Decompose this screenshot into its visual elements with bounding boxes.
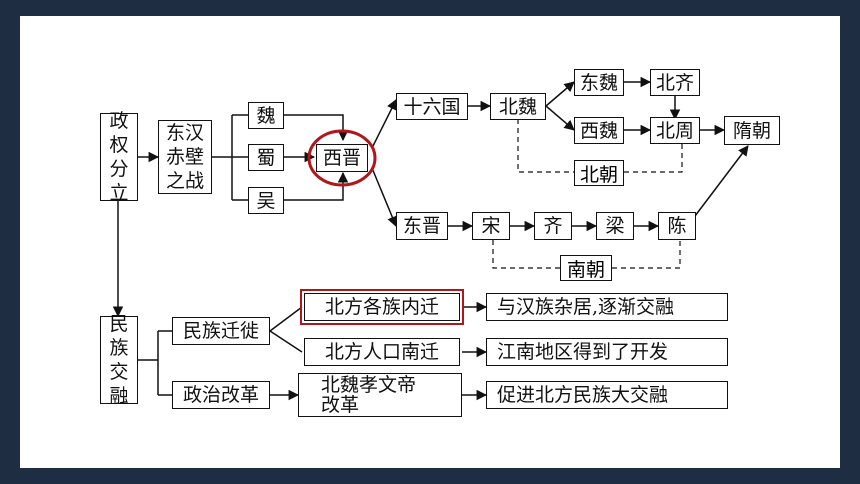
- char: 政: [109, 110, 129, 132]
- eastern-jin-box: 东晋: [396, 212, 448, 240]
- line: 北魏孝文帝: [321, 374, 417, 396]
- southern-dynasties-label: 南朝: [560, 255, 612, 281]
- char: 民: [109, 313, 129, 335]
- char: 族: [109, 337, 129, 359]
- xiaowen-reform-box: 北魏孝文帝 改革: [298, 373, 462, 417]
- wei-box: 魏: [248, 102, 284, 129]
- wu-box: 吴: [248, 187, 284, 214]
- chen-box: 陈: [658, 212, 696, 240]
- line: 赤壁: [165, 146, 204, 168]
- promote-fusion-box: 促进北方民族大交融: [486, 381, 728, 409]
- song-box: 宋: [472, 212, 510, 240]
- reform-box: 政治改革: [172, 381, 270, 409]
- jiangnan-development-box: 江南地区得到了开发: [486, 338, 728, 366]
- migration-box: 民族迁徙: [172, 317, 270, 345]
- qi-box: 齐: [534, 212, 572, 240]
- mix-with-han-box: 与汉族杂居,逐渐交融: [486, 293, 728, 321]
- line: 之战: [165, 170, 204, 192]
- northern-tribes-inward-box: 北方各族内迁: [300, 289, 464, 325]
- sui-dynasty-box: 隋朝: [724, 116, 780, 145]
- northern-wei-box: 北魏: [490, 93, 546, 120]
- liang-box: 梁: [596, 212, 634, 240]
- sixteen-kingdoms-box: 十六国: [396, 93, 468, 120]
- char: 融: [109, 385, 129, 407]
- northern-qi-box: 北齐: [650, 69, 700, 96]
- northern-dynasties-label: 北朝: [574, 160, 624, 186]
- political-division-box: 政 权 分 立: [100, 110, 138, 204]
- char: 立: [109, 182, 129, 204]
- northern-zhou-box: 北周: [650, 117, 700, 144]
- line: 东汉: [165, 122, 204, 144]
- eastern-han-box: 东汉 赤壁 之战: [158, 120, 212, 194]
- char: 交: [109, 361, 129, 383]
- line: 改革: [321, 394, 360, 416]
- western-wei-box: 西魏: [574, 117, 624, 144]
- char: 分: [109, 158, 129, 180]
- northern-population-south-box: 北方人口南迁: [304, 338, 460, 366]
- shu-box: 蜀: [248, 144, 284, 171]
- eastern-wei-box: 东魏: [574, 69, 624, 96]
- western-jin-box: 西晋: [316, 144, 368, 172]
- ethnic-fusion-box: 民 族 交 融: [100, 313, 138, 407]
- char: 权: [109, 134, 129, 156]
